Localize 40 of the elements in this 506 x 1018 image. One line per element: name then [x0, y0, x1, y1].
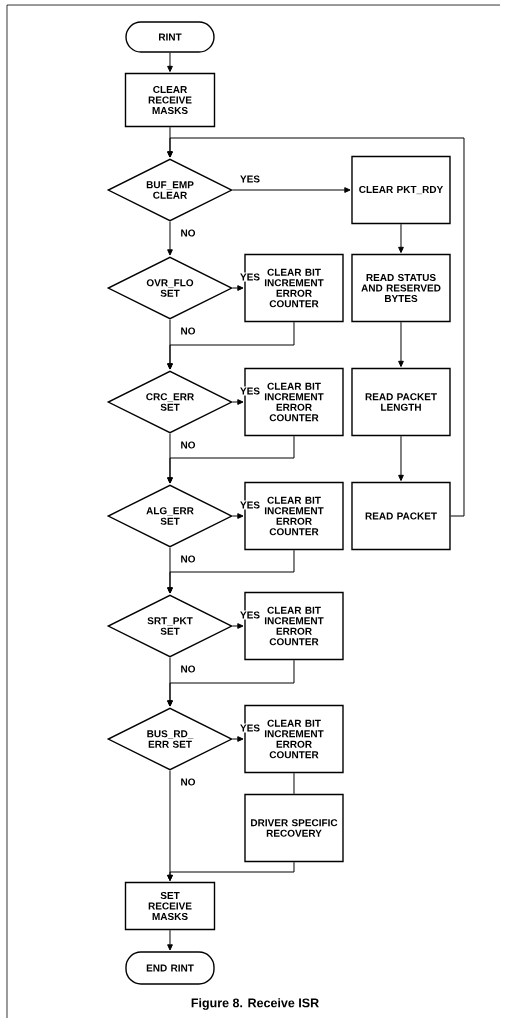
arrow: [167, 435, 295, 484]
arrow: [232, 399, 244, 405]
process-box: READ PACKET LENGTH: [351, 367, 451, 437]
arrow: [232, 285, 244, 291]
arrow: [398, 223, 404, 254]
arrow: [398, 435, 404, 482]
edge-label: NO: [179, 664, 197, 674]
arrow: [232, 187, 351, 193]
process-box: READ PACKET: [351, 481, 451, 551]
arrow: [167, 659, 295, 707]
edge-label: YES: [239, 272, 261, 282]
process-box: SET RECEIVE MASKS: [124, 881, 216, 931]
edge-label: YES: [239, 386, 261, 396]
arrow: [167, 861, 295, 882]
terminator: RINT: [125, 21, 215, 53]
process-box: CLEAR PKT_RDY: [351, 155, 451, 225]
process-box: CLEAR RECEIVE MASKS: [124, 72, 216, 128]
arrow: [167, 929, 173, 951]
edge-label: NO: [179, 228, 197, 238]
figure-caption: Figure 8. Receive ISR: [191, 998, 319, 1010]
process-box: READ STATUS AND RESERVED BYTES: [351, 253, 451, 323]
process-box: DRIVER SPECIFIC RECOVERY: [244, 793, 344, 863]
arrow: [167, 137, 465, 517]
edge-label: YES: [239, 174, 261, 184]
edge-label: NO: [179, 554, 197, 564]
edge-label: NO: [179, 326, 197, 336]
arrow: [167, 321, 295, 370]
arrow: [232, 736, 244, 742]
arrow: [167, 549, 295, 594]
edge-label: YES: [239, 723, 261, 733]
arrow: [167, 221, 173, 256]
arrow: [232, 513, 244, 519]
terminator: END RINT: [125, 951, 215, 985]
edge-label: NO: [179, 440, 197, 450]
edge-label: YES: [239, 500, 261, 510]
edge-label: NO: [179, 777, 197, 787]
edge-label: YES: [239, 610, 261, 620]
arrow: [398, 321, 404, 368]
arrow: [232, 623, 244, 629]
arrow: [167, 52, 173, 73]
